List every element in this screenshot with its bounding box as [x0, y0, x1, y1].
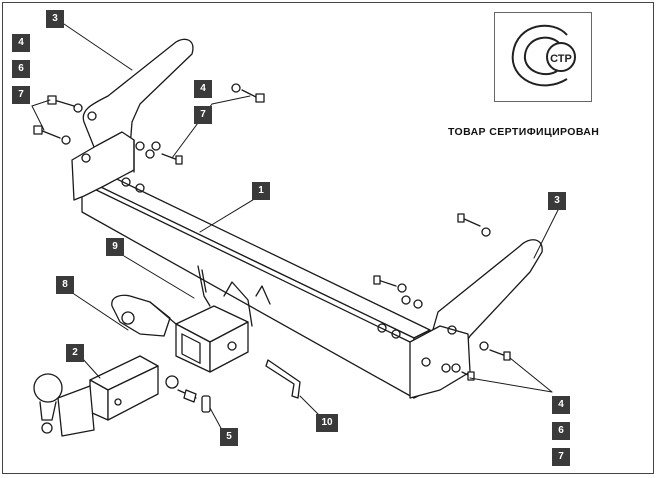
- pin-5: [165, 375, 211, 413]
- callout-6-left: 6: [12, 60, 30, 78]
- leader-lines: [31, 23, 559, 431]
- callout-7-right: 7: [552, 448, 570, 466]
- callout-3-right: 3: [548, 192, 566, 210]
- callout-5: 5: [220, 428, 238, 446]
- ball-mount: [33, 355, 159, 437]
- pin-clip: [197, 265, 211, 307]
- callout-8: 8: [56, 276, 74, 294]
- callout-4-right: 4: [552, 396, 570, 414]
- chain-bracket: [111, 294, 177, 337]
- hardware-bolts: [33, 83, 511, 381]
- certification-text: ТОВАР СЕРТИФИЦИРОВАН: [448, 126, 600, 138]
- callout-1: 1: [252, 182, 270, 200]
- callout-7-left: 7: [12, 86, 30, 104]
- receiver-box: [175, 281, 271, 373]
- diagram-frame: [2, 2, 654, 474]
- certification-logo-letters: СТР: [550, 53, 572, 65]
- callout-10: 10: [316, 414, 338, 432]
- right-bracket: [409, 239, 543, 399]
- callout-6-right: 6: [552, 422, 570, 440]
- callout-2: 2: [66, 344, 84, 362]
- callout-7-mid: 7: [194, 106, 212, 124]
- callout-4-mid: 4: [194, 80, 212, 98]
- callout-3-left: 3: [46, 10, 64, 28]
- pin-10: [265, 359, 301, 399]
- callout-9: 9: [106, 238, 124, 256]
- left-bracket: [71, 38, 194, 201]
- certification-logo: СТР: [494, 12, 592, 102]
- callout-4-left: 4: [12, 34, 30, 52]
